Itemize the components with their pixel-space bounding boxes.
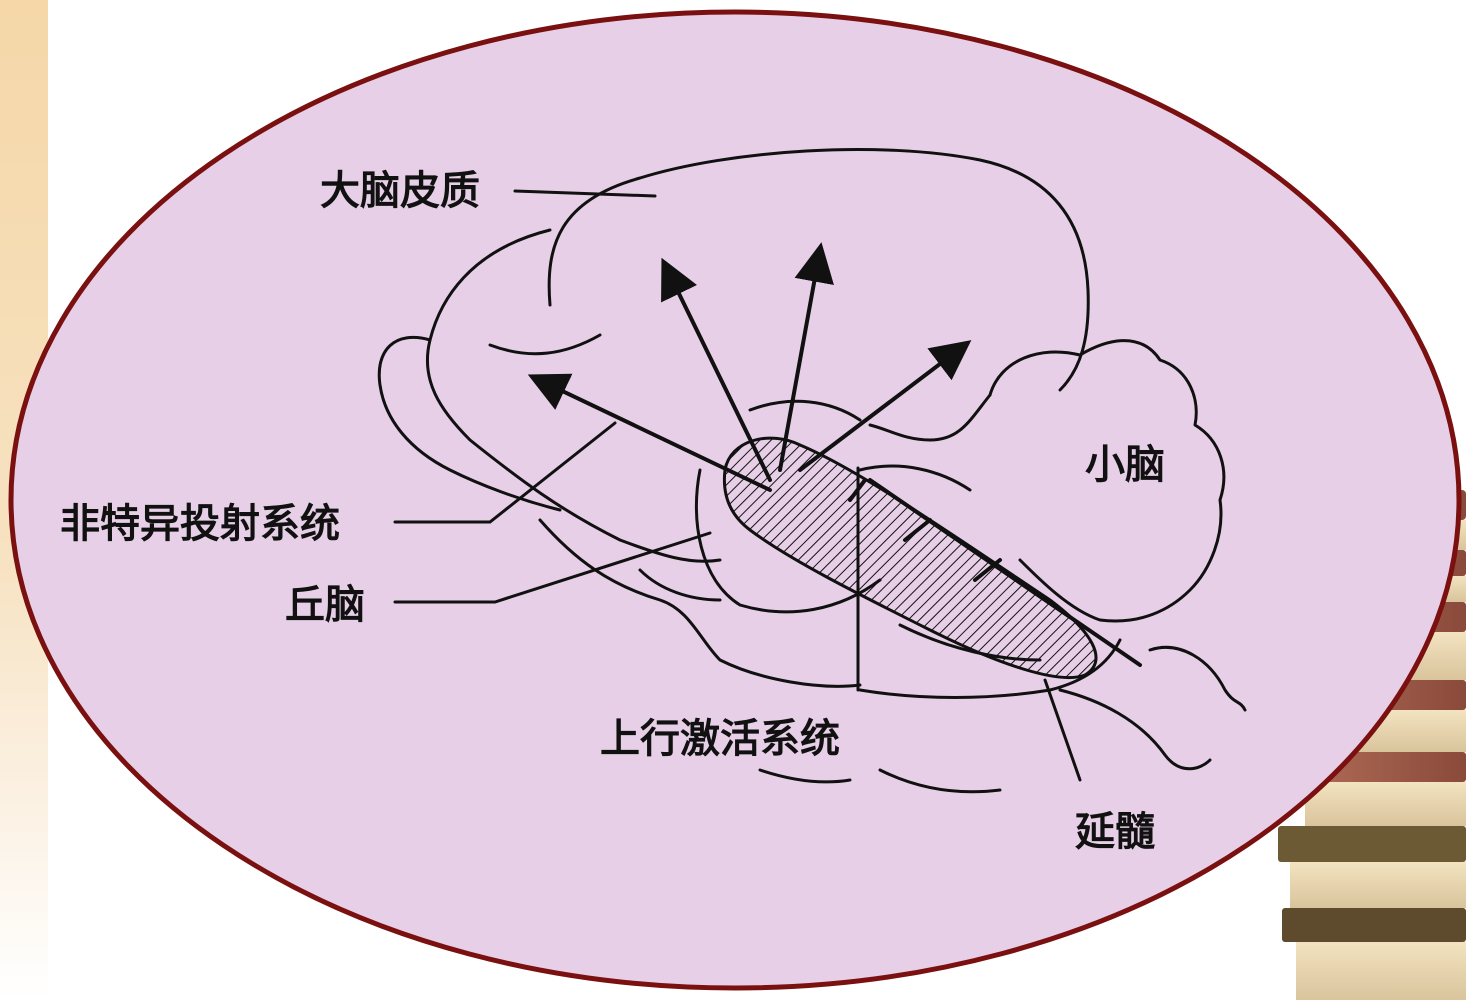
label-ascending-activating: 上行激活系统: [600, 716, 840, 762]
label-nonspecific-projection: 非特异投射系统: [60, 501, 340, 547]
label-medulla: 延髓: [1075, 809, 1155, 855]
label-cerebral-cortex: 大脑皮质: [320, 168, 480, 214]
label-cerebellum: 小脑: [1085, 442, 1165, 488]
label-thalamus: 丘脑: [285, 582, 365, 628]
